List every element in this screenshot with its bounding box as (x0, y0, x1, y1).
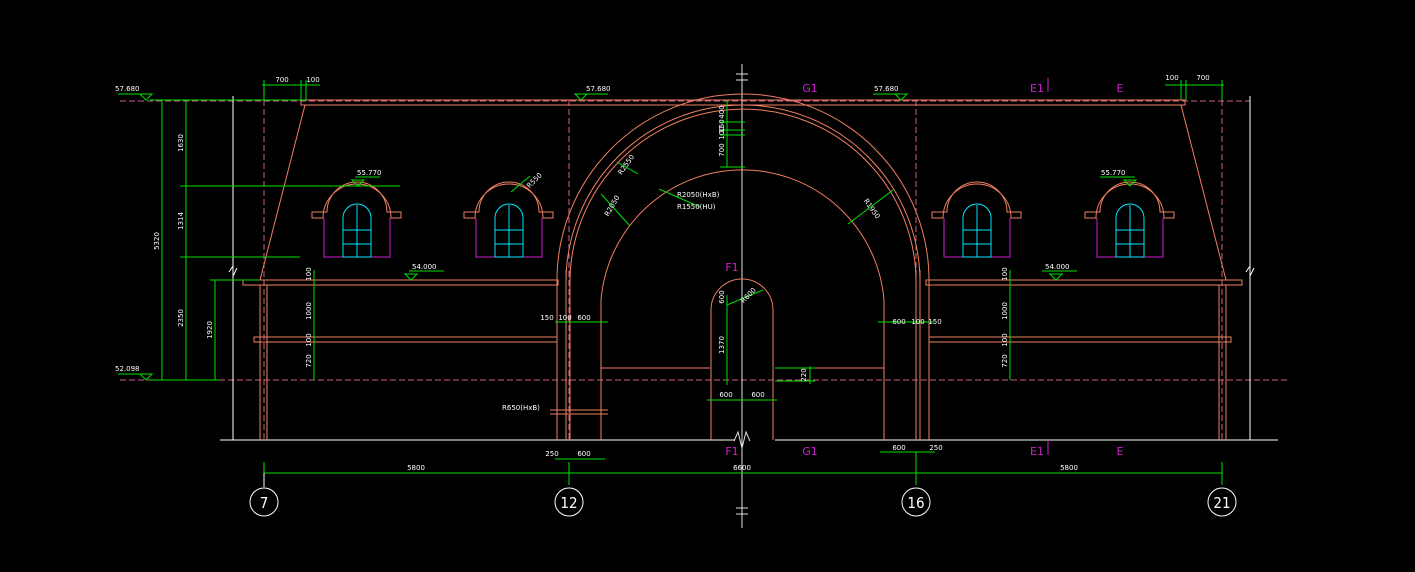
axis-bubble-7 (249, 487, 279, 517)
axis-label-21: 21 (1213, 494, 1230, 512)
dim-left-inner-3: 100 (305, 333, 313, 346)
dim-window-r: R550 (525, 171, 544, 190)
dim-bottom-600-r: 600 (892, 444, 905, 452)
dim-left-top-1: 700 (275, 76, 288, 84)
dim-right-inner-1: 100 (1001, 267, 1009, 280)
dormer-window-3 (931, 181, 1022, 258)
main-arch-outer (556, 93, 930, 281)
dim-left-v1: 1630 (177, 134, 185, 152)
small-arch (710, 278, 774, 440)
grid-axis-bubbles (249, 473, 1237, 517)
dim-left-v3: 2350 (177, 309, 185, 327)
section-mark-f1-top: F1 (725, 261, 738, 274)
dim-left-total: 5320 (153, 232, 161, 250)
dim-left-v2: 1314 (177, 212, 185, 230)
axis-bubble-21 (1207, 487, 1237, 517)
section-mark-g1-bottom: G1 (802, 445, 818, 458)
dim-arch-r2: R2050 (603, 194, 621, 218)
section-mark-e-top: E (1117, 82, 1124, 95)
axis-bubble-16 (901, 487, 931, 517)
dim-arch-left-150: 150 (540, 314, 553, 322)
elevation-window-left: 55.770 (357, 169, 382, 177)
dim-arch-right-150: 150 (928, 318, 941, 326)
dimension-lines (118, 80, 1224, 485)
dim-right-inner-4: 720 (1001, 354, 1009, 367)
dim-small-arch-height: 1370 (718, 336, 726, 354)
dim-span-mid: 6600 (733, 464, 751, 472)
dim-right-inner-2: 1000 (1001, 302, 1009, 320)
axis-bubble-12 (554, 487, 584, 517)
dim-arch-left-600: 600 (577, 314, 590, 322)
dim-small-arch-w-r: 600 (751, 391, 764, 399)
dim-arch-top-4: 700 (718, 143, 726, 156)
facade (242, 93, 1243, 440)
dim-left-top-2: 100 (306, 76, 319, 84)
dim-span-left: 5800 (407, 464, 425, 472)
dim-arch-top-2: 150 (718, 119, 726, 132)
dim-left-inner-4: 720 (305, 354, 313, 367)
dim-arch-left-100: 100 (558, 314, 571, 322)
dim-left-inner-1: 100 (305, 267, 313, 280)
dim-arch-right-600: 600 (892, 318, 905, 326)
elevation-bottom-left: 52.098 (115, 365, 140, 373)
dim-bottom-250-l: 250 (545, 450, 558, 458)
note-arch-1: R2050(HxB) (677, 191, 720, 199)
section-mark-f1-bottom: F1 (725, 445, 738, 458)
main-arch-inner (600, 169, 885, 301)
axis-label-7: 7 (260, 494, 269, 512)
section-mark-e1-bottom: E1 (1030, 445, 1044, 458)
axis-label-16: 16 (907, 494, 924, 512)
dim-small-arch-600: 600 (718, 290, 726, 303)
note-bottom: R650(HxB) (502, 404, 540, 412)
rail-right (928, 336, 1232, 343)
middle-cornice-left (242, 279, 559, 286)
elevation-cornice-right: 54.000 (1045, 263, 1070, 271)
section-mark-e1-top: E1 (1030, 82, 1044, 95)
dim-left-v4: 1920 (206, 321, 214, 339)
dim-step-220: 220 (800, 368, 808, 381)
symmetry-axis (733, 64, 751, 528)
dim-arch-top-3: 100 (718, 126, 726, 139)
note-arch-2: R1550(HU) (677, 203, 716, 211)
dim-bottom-600-l: 600 (577, 450, 590, 458)
dormer-window-1 (311, 181, 402, 258)
dim-small-arch-w-l: 600 (719, 391, 732, 399)
dim-bottom-250-r: 250 (929, 444, 942, 452)
dim-arch-r1: R2550 (617, 153, 637, 176)
dim-left-inner-2: 1000 (305, 302, 313, 320)
dim-right-top-1: 100 (1165, 74, 1178, 82)
elevation-top-left: 57.680 (115, 85, 140, 93)
centerlines (120, 100, 1290, 440)
rail-left (253, 336, 558, 343)
section-mark-g1-top: G1 (802, 82, 818, 95)
dim-arch-top-1: 400 (718, 105, 726, 118)
section-mark-e-bottom: E (1117, 445, 1124, 458)
dormer-window-2 (463, 181, 554, 258)
middle-cornice-right (925, 279, 1243, 286)
boundary-lines (220, 96, 1278, 441)
dim-right-top-2: 700 (1196, 74, 1209, 82)
dormer-window-4 (1084, 181, 1175, 258)
elevation-cornice-left: 54.000 (412, 263, 437, 271)
elevation-top-mid-right: 57.680 (874, 85, 899, 93)
dim-arch-right-100: 100 (911, 318, 924, 326)
dim-right-inner-3: 100 (1001, 333, 1009, 346)
elevation-top-mid-left: 57.680 (586, 85, 611, 93)
axis-label-12: 12 (560, 494, 577, 512)
elevation-window-right: 55.770 (1101, 169, 1126, 177)
dim-span-right: 5800 (1060, 464, 1078, 472)
